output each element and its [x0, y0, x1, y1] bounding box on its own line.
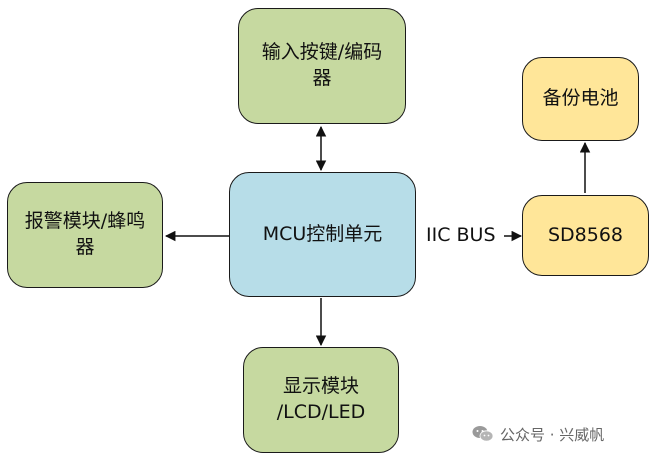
mcu-control-unit-label: MCU控制单元	[262, 222, 383, 245]
display-module-label: 显示模块 /LCD/LED	[276, 375, 366, 423]
input-keys-encoder-label: 输入按键/编码器	[261, 41, 383, 89]
watermark-text: 公众号 · 兴威帆	[500, 425, 605, 444]
alarm-buzzer-box: 报警模块/蜂鸣器	[7, 182, 163, 288]
sd8568-label: SD8568	[547, 223, 624, 246]
input-keys-encoder-box: 输入按键/编码器	[238, 8, 406, 124]
alarm-buzzer-label: 报警模块/蜂鸣器	[24, 210, 146, 258]
backup-battery-box: 备份电池	[522, 57, 639, 141]
wechat-icon	[472, 426, 494, 442]
sd8568-box: SD8568	[522, 195, 649, 276]
backup-battery-label: 备份电池	[542, 87, 619, 110]
display-module-box: 显示模块 /LCD/LED	[243, 347, 399, 453]
watermark: 公众号 · 兴威帆	[472, 422, 604, 446]
iic-bus-label: IIC BUS	[426, 224, 496, 246]
mcu-control-unit-box: MCU控制单元	[229, 172, 416, 297]
